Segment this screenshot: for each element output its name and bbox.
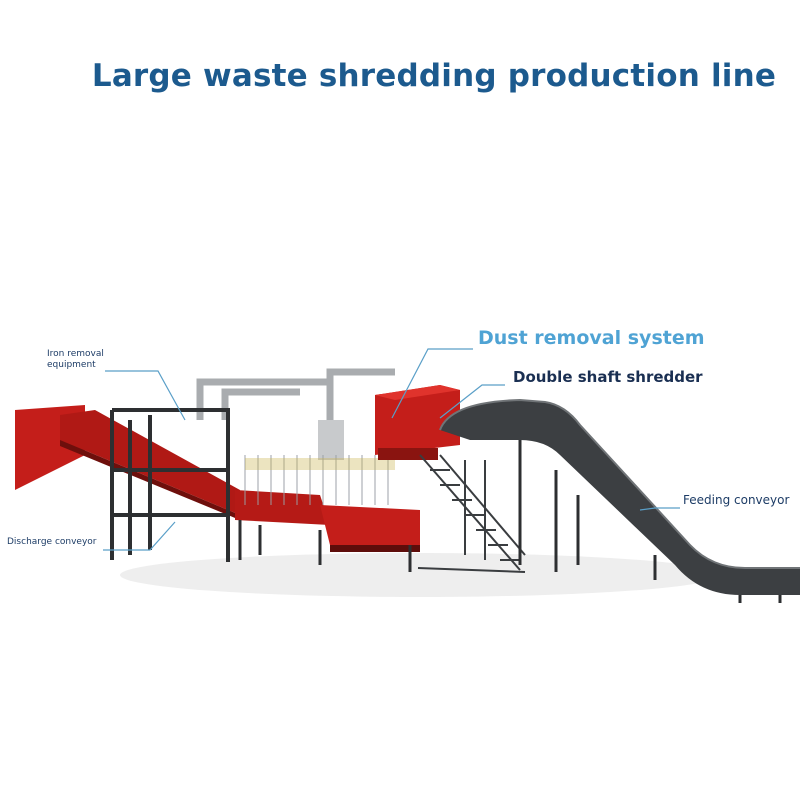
- access-stairs: [417, 454, 526, 573]
- discharge-conveyor-label: Discharge conveyor: [7, 537, 97, 547]
- middle-red-conveyor: [235, 490, 420, 552]
- dust-collector-body: [318, 420, 344, 460]
- strip-band: [245, 458, 395, 470]
- iron-removal-label-line2: equipment: [47, 360, 96, 370]
- support-legs: [238, 520, 412, 572]
- page-title: Large waste shredding production line: [91, 58, 777, 94]
- dust-removal-label: Dust removal system: [478, 327, 705, 349]
- double-shaft-shredder-label: Double shaft shredder: [513, 368, 703, 386]
- iron-removal-frame: [110, 408, 230, 562]
- feeding-conveyor-belt: [439, 398, 800, 595]
- feeding-conveyor-label: Feeding conveyor: [683, 493, 790, 507]
- feeding-conveyor-legs: [518, 440, 782, 603]
- discharge-conveyor: [15, 405, 240, 520]
- ground-shadow: [120, 553, 720, 597]
- iron-removal-label-line1: Iron removal: [47, 349, 104, 359]
- leader-lines: [103, 348, 680, 551]
- iron-removal-label: Iron removal equipment: [47, 349, 104, 371]
- magnetic-separator-strips: [244, 455, 389, 505]
